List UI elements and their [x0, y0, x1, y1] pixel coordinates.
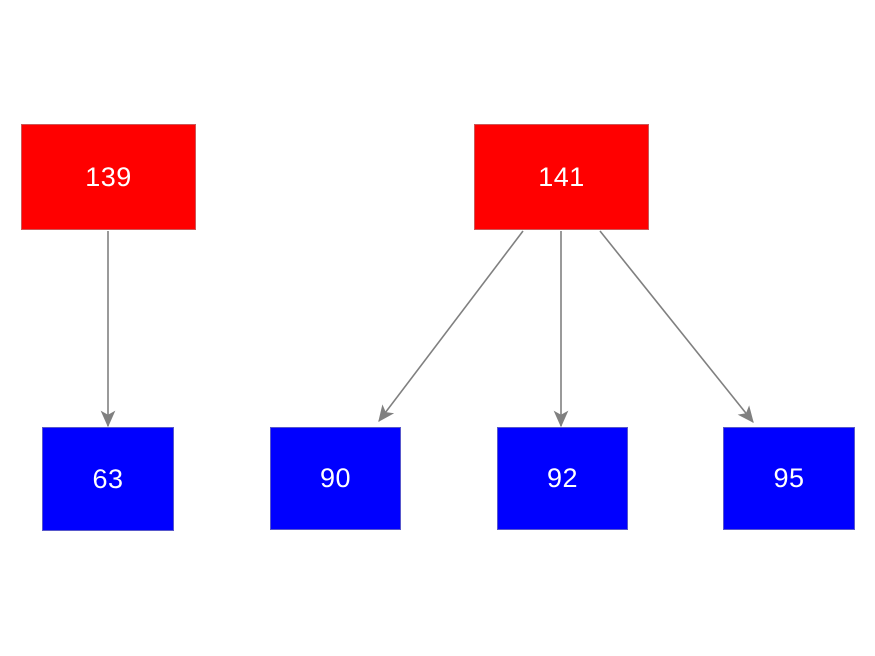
- graph-node-label: 92: [546, 463, 579, 493]
- graph-edge: [599, 230, 754, 423]
- graph-node-95[interactable]: 95: [723, 427, 855, 530]
- graph-edge: [378, 230, 524, 423]
- graph-node-63[interactable]: 63: [42, 427, 174, 531]
- graph-node-139[interactable]: 139: [21, 124, 196, 230]
- graph-node-90[interactable]: 90: [270, 427, 401, 530]
- graph-node-label: 63: [92, 463, 124, 494]
- edges-group: [100, 230, 754, 428]
- graph-node-label: 95: [773, 463, 805, 493]
- graph-node-92[interactable]: 92: [497, 427, 628, 530]
- graph-node-label: 141: [538, 161, 585, 192]
- graph-node-label: 139: [85, 161, 132, 192]
- graph-node-label: 90: [319, 463, 352, 493]
- graph-node-141[interactable]: 141: [474, 124, 649, 230]
